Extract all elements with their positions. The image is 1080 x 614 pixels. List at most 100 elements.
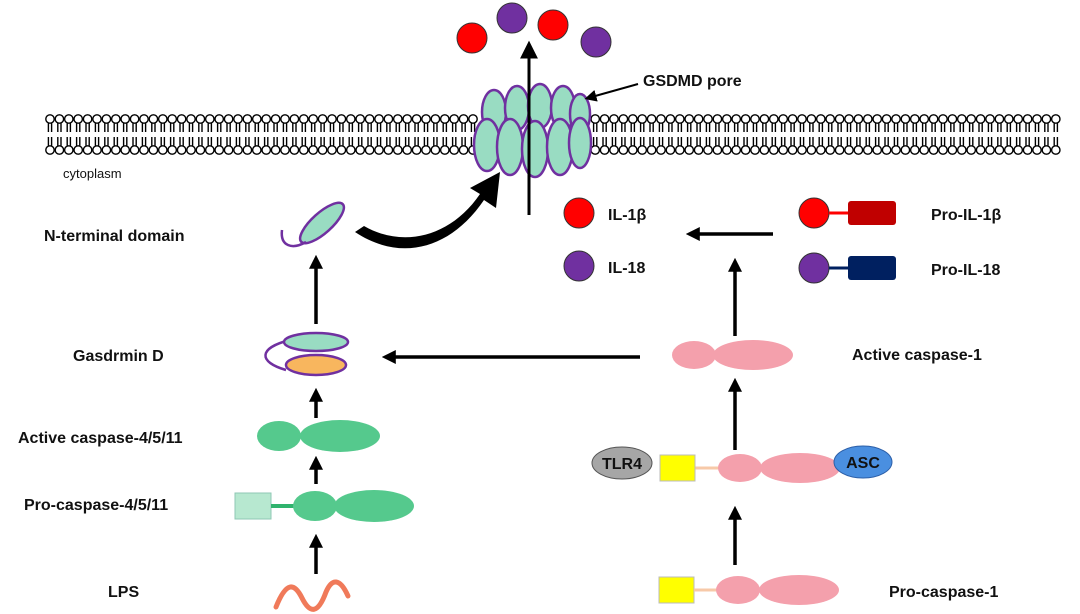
phospholipid-head: [909, 114, 920, 124]
phospholipid-head: [966, 145, 977, 155]
phospholipid-head: [778, 145, 789, 155]
il18-label: IL-18: [608, 260, 645, 277]
phospholipid-head: [712, 114, 723, 124]
phospholipid-head: [1022, 114, 1033, 124]
phospholipid-head: [270, 145, 281, 155]
gsdmd-pore: [472, 82, 593, 179]
phospholipid-head: [204, 114, 215, 124]
phospholipid-head: [298, 145, 309, 155]
phospholipid-head: [1013, 145, 1024, 155]
phospholipid-head: [872, 145, 883, 155]
phospholipid-head: [223, 145, 234, 155]
phospholipid-head: [618, 114, 629, 124]
phospholipid-head: [54, 114, 65, 124]
phospholipid-head: [703, 114, 713, 124]
phospholipid-head: [975, 145, 986, 155]
lipid-bilayer-membrane: [45, 114, 1061, 155]
phospholipid-head: [233, 145, 243, 155]
phospholipid-head: [787, 145, 798, 155]
released-il1b-dot: [456, 22, 488, 54]
pro-il1b-label: Pro-IL-1β: [931, 207, 1001, 224]
phospholipid-head: [825, 114, 836, 124]
gsdmd-pore-pointer: [584, 83, 639, 102]
phospholipid-head: [909, 145, 920, 155]
phospholipid-head: [251, 145, 262, 155]
phospholipid-head: [439, 114, 450, 124]
active-caspase-4-5-11-label: Active caspase-4/5/11: [18, 430, 183, 447]
phospholipid-head: [355, 145, 366, 155]
phospholipid-head: [787, 114, 798, 124]
phospholipid-head: [731, 145, 742, 155]
phospholipid-head: [862, 114, 873, 124]
phospholipid-head: [938, 145, 948, 155]
phospholipid-head: [599, 114, 610, 124]
asc-label: ASC: [846, 455, 880, 472]
inflammasome-complex: TLR4 ASC: [591, 445, 893, 483]
phospholipid-head: [317, 145, 328, 155]
phospholipid-head: [157, 114, 168, 124]
phospholipid-head: [656, 145, 666, 155]
phospholipid-head: [656, 114, 666, 124]
phospholipid-head: [609, 114, 619, 124]
phospholipid-head: [458, 114, 469, 124]
phospholipid-head: [402, 114, 413, 124]
phospholipid-head: [336, 114, 347, 124]
phospholipid-head: [308, 114, 319, 124]
phospholipid-head: [881, 114, 892, 124]
phospholipid-head: [759, 145, 770, 155]
phospholipid-head: [928, 114, 939, 124]
phospholipid-head: [374, 114, 384, 124]
phospholipid-head: [242, 114, 253, 124]
phospholipid-head: [120, 145, 131, 155]
phospholipid-head: [308, 145, 319, 155]
phospholipid-head: [825, 145, 836, 155]
phospholipid-head: [599, 145, 610, 155]
phospholipid-head: [364, 114, 375, 124]
phospholipid-head: [101, 145, 112, 155]
phospholipid-head: [449, 114, 460, 124]
phospholipid-head: [919, 145, 930, 155]
phospholipid-head: [1050, 114, 1061, 124]
phospholipid-head: [63, 145, 74, 155]
phospholipid-head: [853, 145, 864, 155]
phospholipid-head: [411, 145, 422, 155]
phospholipid-head: [881, 145, 892, 155]
phospholipid-head: [45, 145, 55, 155]
phospholipid-head: [721, 114, 732, 124]
phospholipid-head: [280, 145, 290, 155]
phospholipid-head: [797, 145, 807, 155]
phospholipid-head: [73, 114, 84, 124]
phospholipid-head: [693, 114, 704, 124]
pro-caspase-4-5-11-shape: [234, 490, 414, 522]
phospholipid-head: [947, 145, 958, 155]
pro-caspase-4-5-11-label: Pro-caspase-4/5/11: [24, 497, 168, 514]
phospholipid-head: [1003, 114, 1014, 124]
phospholipid-head: [900, 114, 911, 124]
phospholipid-head: [806, 145, 817, 155]
phospholipid-head: [430, 145, 441, 155]
pro-il1b-item: Pro-IL-1β: [798, 197, 1001, 229]
phospholipid-head: [740, 114, 751, 124]
phospholipid-head: [139, 114, 149, 124]
phospholipid-head: [674, 145, 685, 155]
phospholipid-head: [693, 145, 704, 155]
phospholipid-head: [129, 145, 140, 155]
phospholipid-head: [590, 114, 601, 124]
released-il1b-dot: [537, 9, 569, 41]
phospholipid-head: [280, 114, 290, 124]
phospholipid-head: [129, 114, 140, 124]
phospholipid-head: [768, 145, 779, 155]
phospholipid-head: [768, 114, 779, 124]
released-cytokines: [456, 2, 612, 58]
phospholipid-head: [834, 114, 845, 124]
phospholipid-head: [421, 114, 431, 124]
phospholipid-head: [402, 145, 413, 155]
phospholipid-head: [186, 114, 196, 124]
il1b-label: IL-1β: [608, 207, 646, 224]
phospholipid-head: [740, 145, 751, 155]
phospholipid-head: [204, 145, 215, 155]
phospholipid-head: [665, 114, 676, 124]
phospholipid-head: [345, 145, 356, 155]
phospholipid-head: [750, 145, 760, 155]
phospholipid-head: [1041, 114, 1052, 124]
